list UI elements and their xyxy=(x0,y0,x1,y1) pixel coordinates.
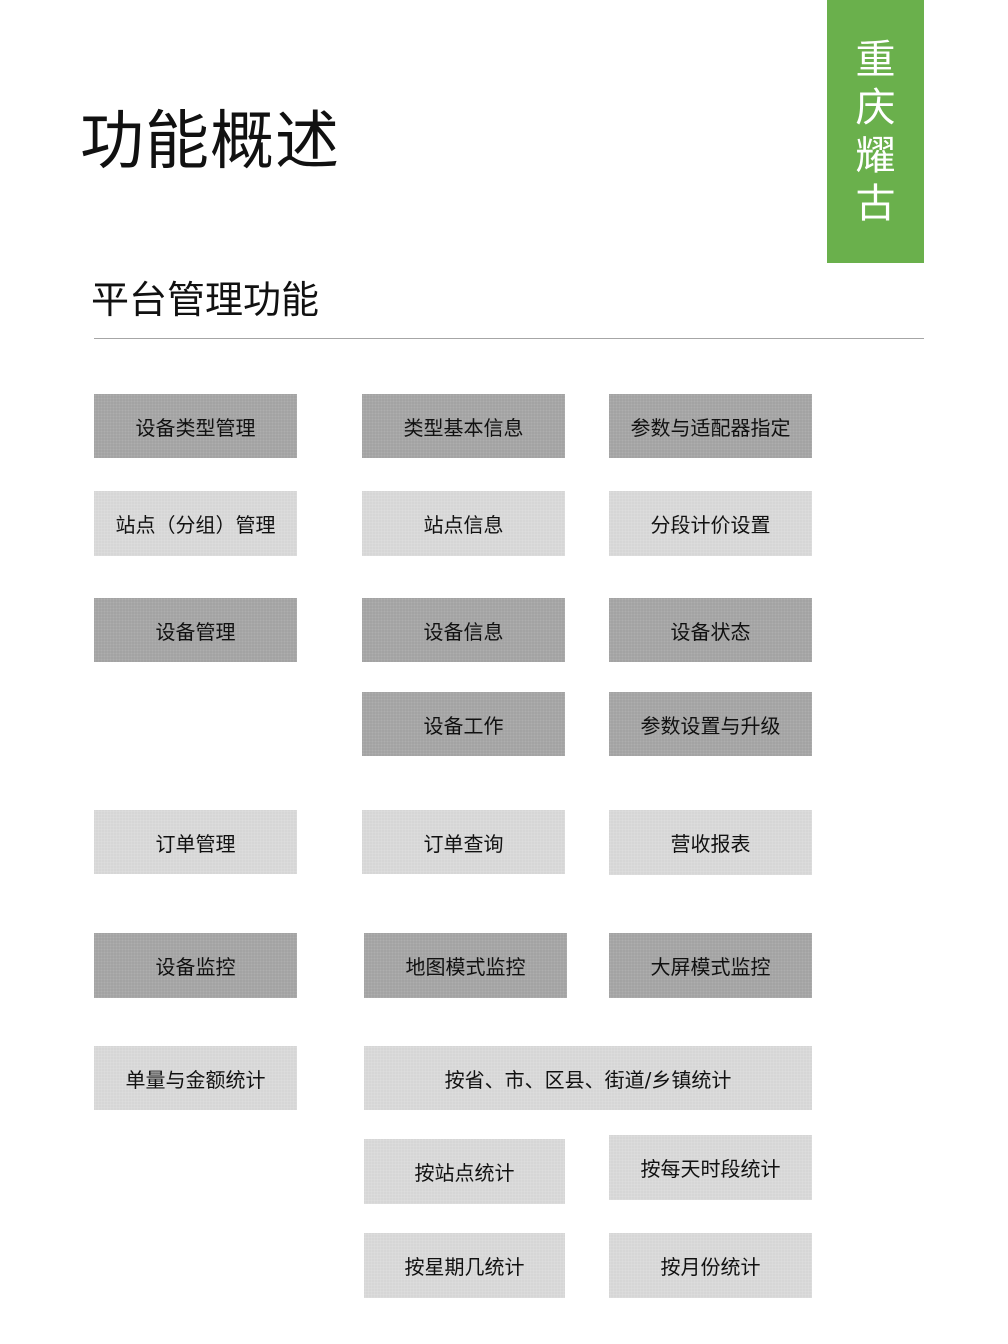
segment-pricing-box: 分段计价设置 xyxy=(609,491,812,556)
device-work-box: 设备工作 xyxy=(362,692,565,756)
monthly-stats-box: 按月份统计 xyxy=(609,1233,812,1298)
brand-strip: 重 庆 耀 古 xyxy=(827,0,924,263)
device-monitor-box: 设备监控 xyxy=(94,933,297,998)
order-management-box: 订单管理 xyxy=(94,810,297,874)
device-status-box: 设备状态 xyxy=(609,598,812,662)
param-upgrade-box: 参数设置与升级 xyxy=(609,692,812,756)
page-title: 功能概述 xyxy=(80,105,340,179)
section-divider xyxy=(94,338,924,339)
weekday-stats-box: 按星期几统计 xyxy=(364,1233,565,1298)
qty-amount-stats-box: 单量与金额统计 xyxy=(94,1046,297,1110)
device-management-box: 设备管理 xyxy=(94,598,297,662)
site-group-management-box: 站点（分组）管理 xyxy=(94,491,297,556)
site-stats-box: 按站点统计 xyxy=(364,1139,565,1204)
revenue-report-box: 营收报表 xyxy=(609,810,812,875)
daily-period-stats-box: 按每天时段统计 xyxy=(609,1135,812,1200)
brand-char: 庆 xyxy=(855,84,896,131)
brand-char: 耀 xyxy=(855,132,896,179)
bigscreen-monitor-box: 大屏模式监控 xyxy=(609,933,812,998)
device-info-box: 设备信息 xyxy=(362,598,565,662)
order-query-box: 订单查询 xyxy=(362,810,565,874)
brand-char: 重 xyxy=(855,36,896,83)
brand-char: 古 xyxy=(855,180,896,227)
site-info-box: 站点信息 xyxy=(362,491,565,556)
region-stats-box: 按省、市、区县、街道/乡镇统计 xyxy=(364,1046,812,1110)
type-basic-info-box: 类型基本信息 xyxy=(362,394,565,458)
device-type-management-box: 设备类型管理 xyxy=(94,394,297,458)
param-adapter-box: 参数与适配器指定 xyxy=(609,394,812,458)
section-title: 平台管理功能 xyxy=(91,278,320,322)
map-monitor-box: 地图模式监控 xyxy=(364,933,567,998)
